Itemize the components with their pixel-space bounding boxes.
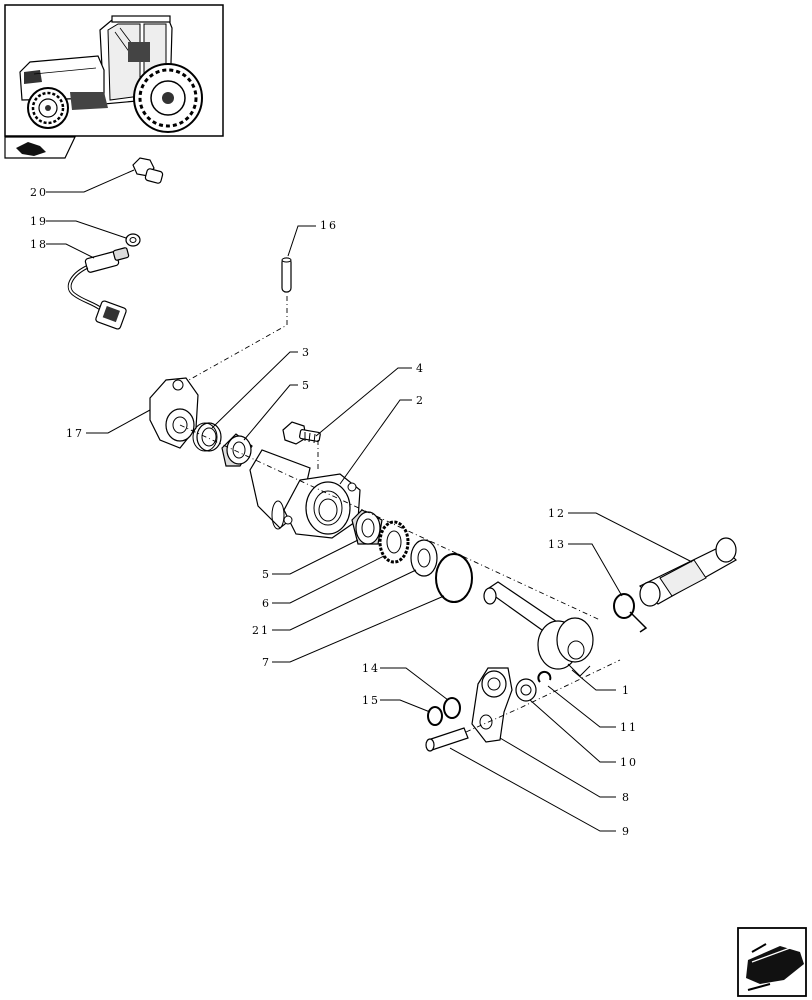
previous-page-icon[interactable]	[4, 136, 76, 159]
callout-5-upper: 5	[302, 379, 311, 392]
callout-4: 4	[416, 362, 425, 375]
leader-lines	[46, 169, 693, 832]
part-2-housing	[249, 449, 361, 539]
part-4-bolt	[282, 421, 321, 445]
callout-20: 20	[30, 186, 48, 199]
callout-5-lower: 5	[262, 568, 271, 581]
part-9-pin	[425, 727, 469, 752]
part-6-thrust-bearing	[378, 520, 410, 564]
part-7-o-ring	[435, 553, 473, 603]
part-5-bearing-upper	[221, 433, 253, 467]
part-12-roller	[638, 537, 737, 607]
callout-15: 15	[362, 694, 380, 707]
part-3-seal	[192, 422, 222, 452]
part-15-ring	[427, 706, 443, 726]
part-19-washer	[125, 233, 141, 247]
callout-10: 10	[620, 756, 638, 769]
part-5-bearing-lower	[351, 509, 383, 545]
next-page-arrow-icon[interactable]	[737, 927, 807, 997]
callout-12: 12	[548, 507, 566, 520]
part-17-bracket	[149, 377, 199, 449]
part-14-ring	[443, 697, 461, 719]
callout-labels: 20 19 18 16 3 5 4 2 17 12 13 5 6 21 7 1 …	[30, 186, 638, 838]
callout-1: 1	[622, 684, 631, 697]
callout-17: 17	[66, 427, 84, 440]
part-18-sensor	[67, 247, 130, 330]
part-21-washer	[410, 539, 438, 577]
part-1-shaft	[483, 581, 594, 677]
callout-14: 14	[362, 662, 380, 675]
part-16-pin	[281, 257, 292, 293]
part-11-circlip	[537, 670, 552, 683]
tractor-thumbnail-icon[interactable]	[4, 4, 224, 137]
callout-2: 2	[416, 394, 425, 407]
part-20-plug	[132, 157, 164, 184]
callout-11: 11	[620, 721, 638, 734]
callout-16: 16	[320, 219, 338, 232]
callout-7: 7	[262, 656, 271, 669]
part-8-lever	[471, 667, 513, 743]
callout-6: 6	[262, 597, 271, 610]
callout-8: 8	[622, 791, 631, 804]
callout-19: 19	[30, 215, 48, 228]
callout-13: 13	[548, 538, 566, 551]
part-10-bushing	[515, 678, 537, 702]
callout-3: 3	[302, 346, 311, 359]
callout-9: 9	[622, 825, 631, 838]
callout-21: 21	[252, 624, 270, 637]
part-13-clip	[613, 593, 648, 633]
callout-18: 18	[30, 238, 48, 251]
